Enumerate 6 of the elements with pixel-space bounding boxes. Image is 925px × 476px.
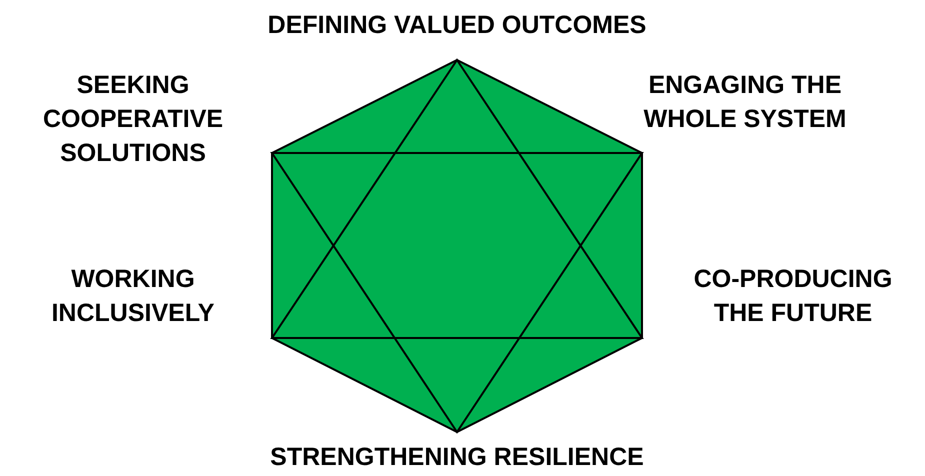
vertex-label: DEFINING VALUED OUTCOMES — [266, 10, 648, 41]
vertex-label: WORKING INCLUSIVELY — [50, 264, 216, 329]
vertex-label: SEEKING COOPERATIVE SOLUTIONS — [42, 70, 224, 169]
vertex-label: CO-PRODUCING THE FUTURE — [692, 264, 894, 329]
vertex-label: ENGAGING THE WHOLE SYSTEM — [642, 70, 848, 135]
vertex-label: STRENGTHENING RESILIENCE — [269, 442, 645, 473]
